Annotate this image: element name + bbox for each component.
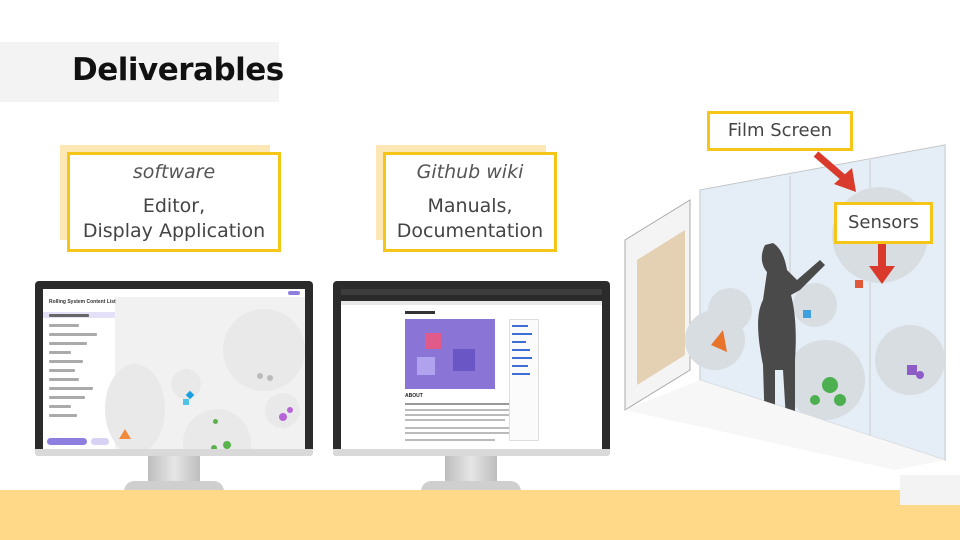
card-desc-line: Manuals, — [427, 195, 513, 217]
monitor-editor: Rolling System Content List — [35, 281, 313, 493]
monitor-neck — [445, 456, 497, 484]
monitor-neck — [148, 456, 200, 484]
wiki-heading: ABOUT — [405, 393, 423, 399]
slide-title: Deliverables — [72, 52, 284, 88]
arrow-down-icon — [869, 244, 895, 284]
corner-block — [900, 475, 960, 505]
film-screen-label: Film Screen — [707, 111, 853, 151]
sidebar-title: Rolling System Content List — [49, 299, 116, 305]
card-description: Editor, Display Application — [70, 194, 278, 244]
monitor-chin — [333, 449, 610, 456]
sidebar-button[interactable] — [47, 438, 87, 445]
monitor-chin — [35, 449, 313, 456]
bottom-band — [0, 490, 960, 540]
sidebar-button[interactable] — [91, 438, 109, 445]
monitor-wiki: ABOUT — [333, 281, 610, 493]
card-kind: software — [132, 161, 216, 183]
wiki-screenshot: ABOUT — [341, 289, 602, 449]
installation-illustration — [624, 144, 946, 470]
card-desc-line: Display Application — [82, 220, 266, 242]
sensors-text: Sensors — [847, 212, 920, 233]
film-screen-text: Film Screen — [727, 120, 833, 141]
title-band — [0, 42, 279, 102]
card-github-wiki: Github wiki Manuals, Documentation — [383, 152, 557, 252]
card-desc-line: Documentation — [396, 220, 544, 242]
editor-screenshot: Rolling System Content List — [43, 289, 305, 449]
card-software: software Editor, Display Application — [67, 152, 281, 252]
card-description: Manuals, Documentation — [386, 194, 554, 244]
card-desc-line: Editor, — [142, 195, 206, 217]
card-kind: Github wiki — [416, 161, 524, 183]
sensors-label: Sensors — [834, 202, 933, 244]
arrow-down-right-icon — [813, 151, 856, 192]
